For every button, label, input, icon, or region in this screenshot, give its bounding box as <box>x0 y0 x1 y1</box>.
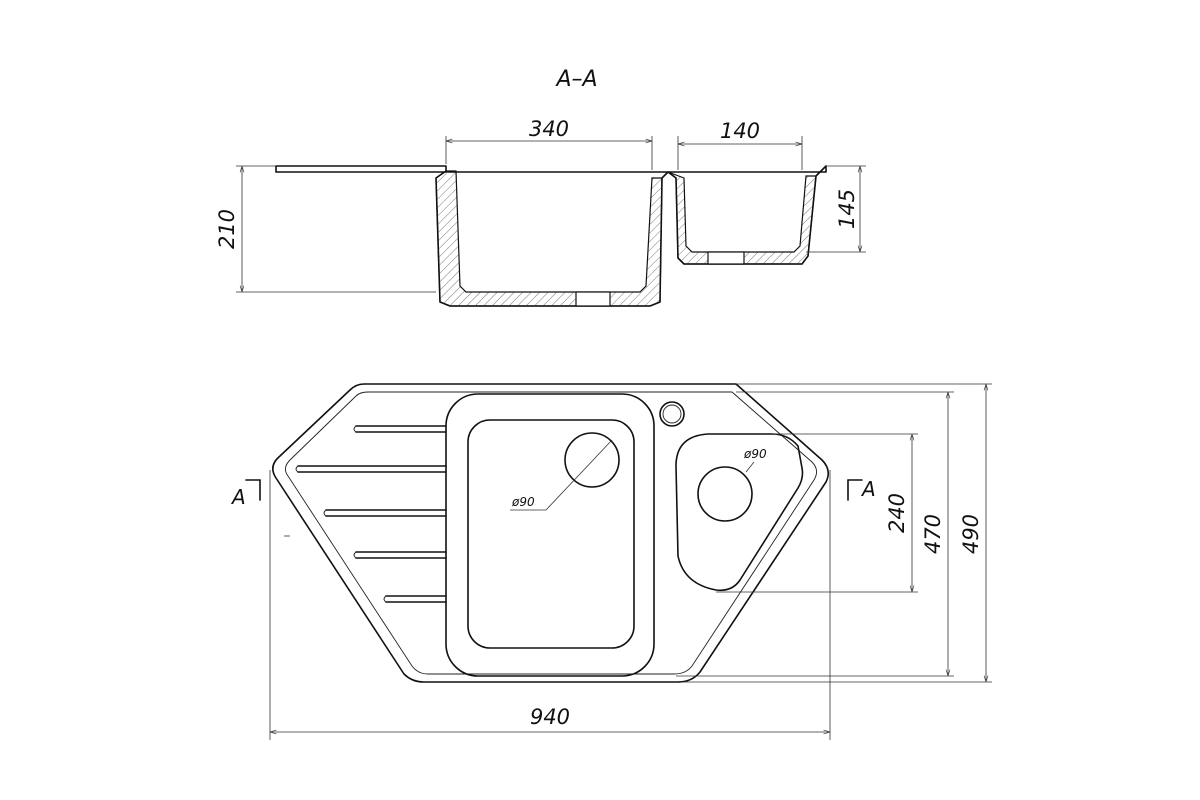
section-outline <box>275 165 827 307</box>
small-bowl-outline <box>675 433 804 592</box>
main-drain-icon <box>564 432 620 488</box>
main-bowl-inner <box>467 419 635 649</box>
plan-view: ø90 ø90 940 240 470 490 <box>230 383 992 740</box>
dim-140: 140 <box>720 119 760 143</box>
main-bowl-outer <box>445 393 655 677</box>
tap-hole-icon <box>659 401 685 427</box>
dim-940: 940 <box>530 705 570 729</box>
sink-inner-rim <box>285 391 817 675</box>
section-marker-left: A <box>230 479 261 509</box>
section-marker-right: A <box>847 477 876 501</box>
dim-drain-main: ø90 <box>511 495 535 509</box>
section-view: A–A 340 140 210 145 <box>215 67 866 307</box>
dim-drain-small: ø90 <box>743 447 767 461</box>
small-drain-icon <box>697 466 753 522</box>
dim-240: 240 <box>885 493 909 533</box>
main-drain-section <box>575 291 611 307</box>
main-bowl-section <box>435 170 663 307</box>
svg-text:A: A <box>860 477 876 501</box>
dim-470: 470 <box>921 514 945 554</box>
sink-outer-outline <box>272 383 830 683</box>
small-bowl-section <box>667 171 817 265</box>
drainboard-grooves <box>295 425 447 603</box>
dim-145: 145 <box>835 189 859 229</box>
dim-490: 490 <box>959 514 983 554</box>
dim-210: 210 <box>215 209 239 249</box>
small-drain-section <box>707 251 745 265</box>
svg-text:A: A <box>230 485 246 509</box>
dim-340: 340 <box>529 117 569 141</box>
section-title: A–A <box>554 67 597 92</box>
